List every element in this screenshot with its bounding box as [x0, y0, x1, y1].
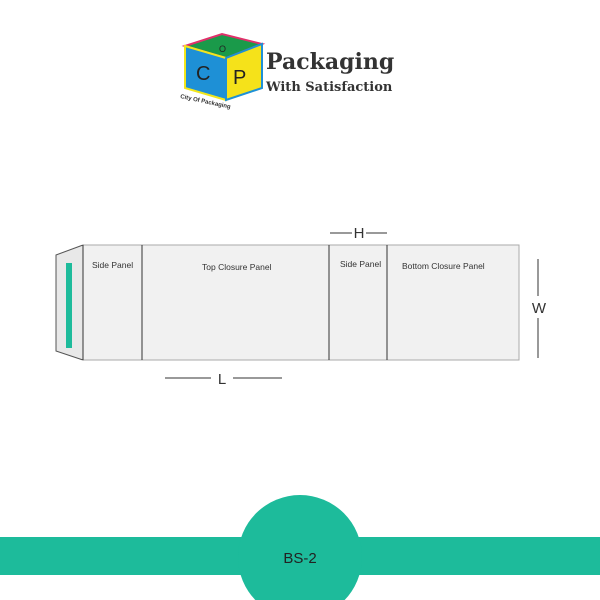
footer-circle [238, 495, 362, 600]
panel-label-top-closure: Top Closure Panel [202, 262, 272, 272]
panel-label-bottom-closure: Bottom Closure Panel [402, 261, 485, 271]
dimension-w: W [532, 300, 547, 317]
cube-right [225, 42, 263, 102]
glue-strip [66, 263, 72, 348]
dimension-lines [165, 232, 539, 379]
cube-letter-o: O [219, 44, 226, 54]
dimension-h: H [354, 225, 365, 242]
logo: C P O City Of Packaging Packaging With S… [180, 32, 394, 111]
logo-title: Packaging [266, 49, 394, 75]
logo-subtitle: With Satisfaction [265, 80, 393, 95]
dimension-l: L [218, 371, 226, 388]
model-label: BS-2 [283, 550, 316, 567]
panel-outline [82, 244, 520, 361]
cube-letter-p: P [233, 67, 246, 89]
cube-letter-c: C [196, 63, 210, 85]
dieline [55, 244, 520, 361]
panel-label-side-1: Side Panel [92, 260, 133, 270]
panel-label-side-2: Side Panel [340, 259, 381, 269]
